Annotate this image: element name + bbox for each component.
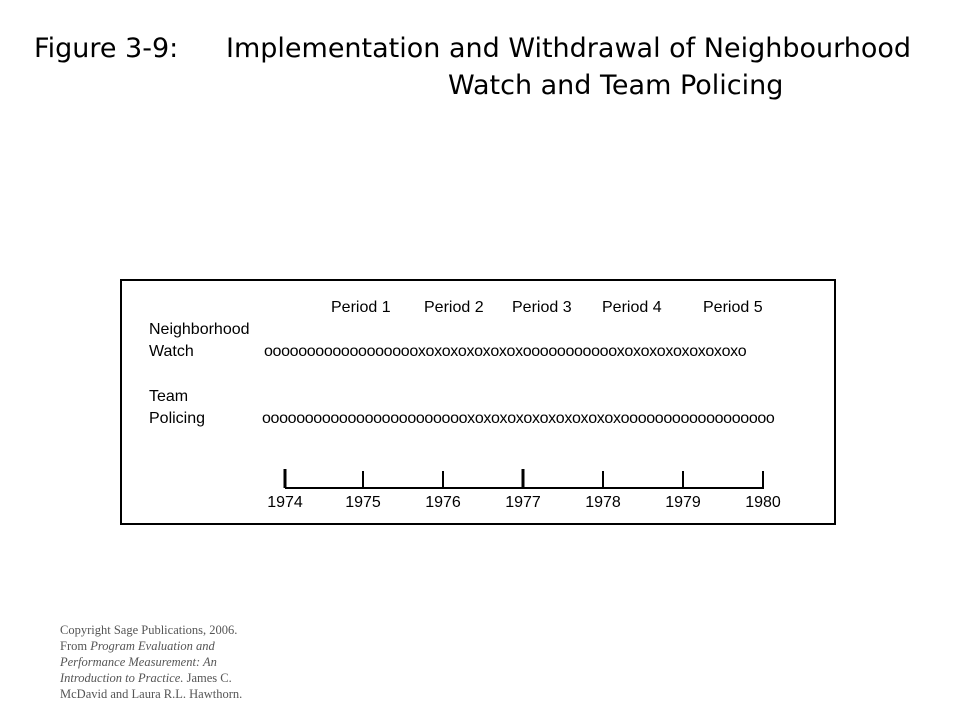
row-label-policing: Policing xyxy=(149,410,206,427)
year-label-1979: 1979 xyxy=(665,494,701,511)
team-policing-sequence: ooooooooooooooooooooooooxoxoxoxoxoxoxoxo… xyxy=(262,410,775,427)
timeline-axis xyxy=(283,469,764,489)
figure-title-continued: Watch and Team Policing xyxy=(448,70,784,101)
year-label-1976: 1976 xyxy=(425,494,461,511)
book-title: Program Evaluation and Performance Measu… xyxy=(60,639,217,685)
year-label-1974: 1974 xyxy=(267,494,303,511)
period-label-2: Period 2 xyxy=(424,299,484,316)
figure-title: Implementation and Withdrawal of Neighbo… xyxy=(226,33,912,64)
copyright-notice: Copyright Sage Publications, 2006. From … xyxy=(60,622,265,702)
year-label-1980: 1980 xyxy=(745,494,781,511)
period-label-4: Period 4 xyxy=(602,299,662,316)
row-label-team: Team xyxy=(149,388,189,405)
period-label-1: Period 1 xyxy=(331,299,391,316)
copyright-authors: James C. McDavid and Laura R.L. Hawthorn… xyxy=(60,671,243,701)
timeline-figure: Period 1 Period 2 Period 3 Period 4 Peri… xyxy=(120,279,836,525)
row-label-watch: Watch xyxy=(149,343,194,360)
year-label-1977: 1977 xyxy=(505,494,541,511)
neighborhood-watch-sequence: ooooooooooooooooooxoxoxoxoxoxoxooooooooo… xyxy=(264,343,747,360)
row-label-neighborhood: Neighborhood xyxy=(149,321,250,338)
copyright-prefix: Copyright Sage Publications, 2006. From xyxy=(60,623,238,653)
period-label-3: Period 3 xyxy=(512,299,572,316)
year-label-1978: 1978 xyxy=(585,494,621,511)
period-label-5: Period 5 xyxy=(703,299,763,316)
figure-title-label: Figure 3-9: xyxy=(34,33,179,64)
year-label-1975: 1975 xyxy=(345,494,381,511)
